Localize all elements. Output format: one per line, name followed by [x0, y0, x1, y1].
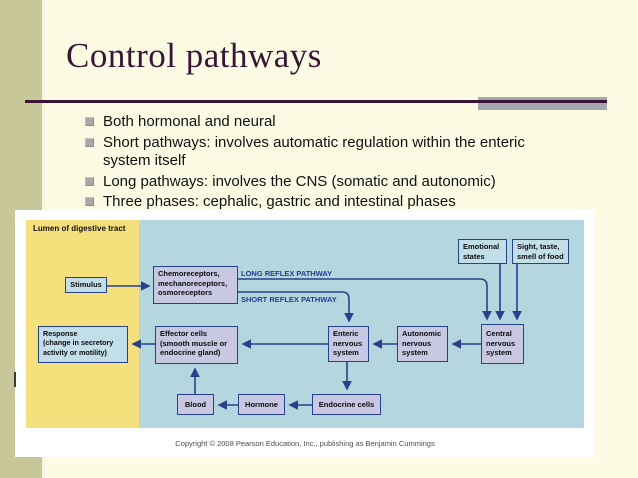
- sight-line: smell of food: [517, 251, 564, 261]
- bullet-text: Short pathways: involves automatic regul…: [103, 133, 525, 170]
- effector-line: endocrine gland): [160, 348, 221, 357]
- enteric-line: system: [333, 348, 359, 357]
- response-box: Response (change in secretory activity o…: [38, 326, 128, 363]
- sight-taste-smell-box: Sight, taste, smell of food: [512, 239, 569, 264]
- autonomic-line: system: [402, 348, 428, 357]
- stimulus-box: Stimulus: [65, 277, 107, 293]
- stimulus-label: Stimulus: [70, 280, 102, 290]
- hormone-box: Hormone: [238, 394, 285, 415]
- bullet-item: Both hormonal and neural: [85, 113, 575, 132]
- endocrine-cells-box: Endocrine cells: [312, 394, 381, 415]
- figure-copyright: Copyright © 2008 Pearson Education, Inc.…: [175, 439, 435, 448]
- bullet-text: Both hormonal and neural: [103, 113, 276, 130]
- autonomic-nervous-system-box: Autonomic nervous system: [397, 326, 448, 362]
- pathway-arrows: [107, 264, 522, 410]
- bullet-square-icon: [85, 176, 94, 186]
- response-line: Response: [43, 329, 78, 338]
- receptors-line: Chemoreceptors,: [158, 269, 220, 278]
- central-line: Central: [486, 329, 512, 338]
- blood-box: Blood: [177, 394, 214, 415]
- bullet-square-icon: [85, 137, 94, 147]
- emotional-line: states: [463, 251, 485, 261]
- bullet-text: Long pathways: involves the CNS (somatic…: [103, 172, 496, 190]
- bullet-square-icon: [85, 117, 94, 126]
- receptors-line: mechanoreceptors,: [158, 278, 228, 288]
- bullet-square-icon: [85, 197, 94, 206]
- bullet-item: Long pathways: involves the CNS (somatic…: [85, 173, 575, 192]
- central-line: nervous: [486, 338, 516, 348]
- effector-cells-box: Effector cells (smooth muscle or endocri…: [155, 326, 238, 364]
- blood-label: Blood: [184, 399, 207, 409]
- edge-artifact: [14, 372, 16, 387]
- lumen-panel: [26, 220, 139, 428]
- enteric-line: nervous: [333, 338, 363, 348]
- arrow-short-reflex-to-enteric: [238, 291, 354, 323]
- receptors-box: Chemoreceptors, mechanoreceptors, osmore…: [153, 266, 238, 304]
- short-reflex-pathway-label: SHORT REFLEX PATHWAY: [241, 295, 337, 304]
- bullet-text: Three phases: cephalic, gastric and inte…: [103, 193, 456, 210]
- response-line: activity or motility): [43, 347, 107, 357]
- emotional-states-box: Emotional states: [458, 239, 507, 264]
- enteric-line: Enteric: [333, 329, 359, 338]
- arrow-long-reflex-to-central: [238, 278, 492, 321]
- lumen-panel-label: Lumen of digestive tract: [33, 224, 126, 233]
- effector-line: Effector cells: [160, 329, 208, 338]
- hormone-label: Hormone: [245, 399, 278, 409]
- receptors-line: osmoreceptors: [158, 288, 213, 297]
- endocrine-label: Endocrine cells: [318, 399, 375, 409]
- central-line: system: [486, 348, 512, 357]
- title-accent-bar: [478, 97, 607, 110]
- sight-line: Sight, taste,: [517, 242, 560, 251]
- response-line: (change in secretory: [43, 338, 114, 348]
- autonomic-line: Autonomic: [402, 329, 442, 338]
- bullet-item: Three phases: cephalic, gastric and inte…: [85, 193, 575, 212]
- title-rule: [25, 100, 607, 103]
- enteric-nervous-system-box: Enteric nervous system: [328, 326, 369, 362]
- bullet-list: Both hormonal and neural Short pathways:…: [85, 113, 575, 214]
- effector-line: (smooth muscle or: [160, 338, 228, 348]
- reflex-pathway-figure: Lumen of digestive tract: [14, 210, 595, 457]
- long-reflex-pathway-label: LONG REFLEX PATHWAY: [241, 269, 333, 278]
- autonomic-line: nervous: [402, 338, 432, 348]
- emotional-line: Emotional: [463, 242, 500, 251]
- central-nervous-system-box: Central nervous system: [481, 324, 524, 364]
- slide-title: Control pathways: [66, 36, 322, 75]
- bullet-item: Short pathways: involves automatic regul…: [85, 134, 575, 171]
